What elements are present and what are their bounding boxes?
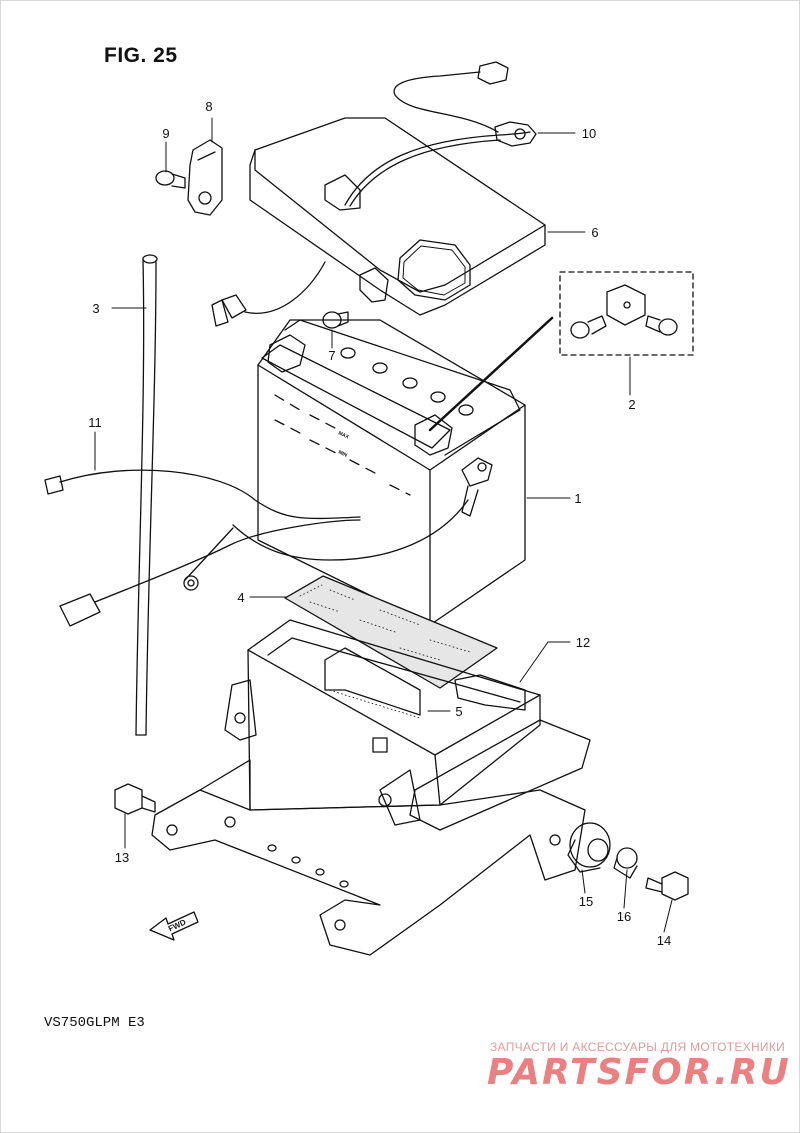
callout-8: 8	[205, 99, 212, 114]
callout-12: 12	[576, 635, 590, 650]
terminal-bolt-set[interactable]	[428, 271, 694, 432]
battery-max-mark: MAX	[337, 430, 350, 440]
battery-cover[interactable]	[249, 117, 546, 316]
bolt-9[interactable]	[155, 170, 186, 189]
battery-cable[interactable]	[211, 261, 326, 327]
callout-7: 7	[328, 348, 335, 363]
callout-5: 5	[455, 704, 462, 719]
forward-arrow-icon	[149, 911, 199, 941]
callout-6: 6	[591, 225, 598, 240]
battery[interactable]	[257, 319, 526, 626]
leader-lines	[94, 117, 673, 933]
callout-3: 3	[92, 301, 99, 316]
pad-4[interactable]	[284, 575, 498, 689]
battery-bracket[interactable]	[151, 719, 591, 956]
callout-14: 14	[657, 933, 671, 948]
model-code: VS750GLPM E3	[44, 1015, 145, 1031]
bolt-13[interactable]	[114, 783, 156, 815]
collar-16[interactable]	[613, 847, 638, 879]
watermark-logo: PARTSFOR.RU	[487, 1052, 791, 1093]
callout-13: 13	[115, 850, 129, 865]
grommet-15[interactable]	[567, 822, 611, 873]
vent-hose[interactable]	[135, 254, 158, 736]
lead-wire-11[interactable]	[44, 457, 493, 627]
callout-16: 16	[617, 909, 631, 924]
bolt-14[interactable]	[645, 871, 689, 901]
callout-4: 4	[237, 590, 244, 605]
callout-9: 9	[162, 126, 169, 141]
clamp-8[interactable]	[187, 139, 223, 216]
cable-10[interactable]	[344, 61, 537, 207]
battery-min-mark: MIN	[337, 449, 348, 458]
callout-10: 10	[582, 126, 596, 141]
callout-1: 1	[574, 491, 581, 506]
callout-2: 2	[628, 397, 635, 412]
callout-15: 15	[579, 894, 593, 909]
watermark-tagline: ЗАПЧАСТИ И АКСЕССУАРЫ ДЛЯ МОТОТЕХНИКИ	[490, 1040, 786, 1054]
callout-11: 11	[88, 415, 102, 430]
figure-title: FIG. 25	[104, 44, 178, 67]
